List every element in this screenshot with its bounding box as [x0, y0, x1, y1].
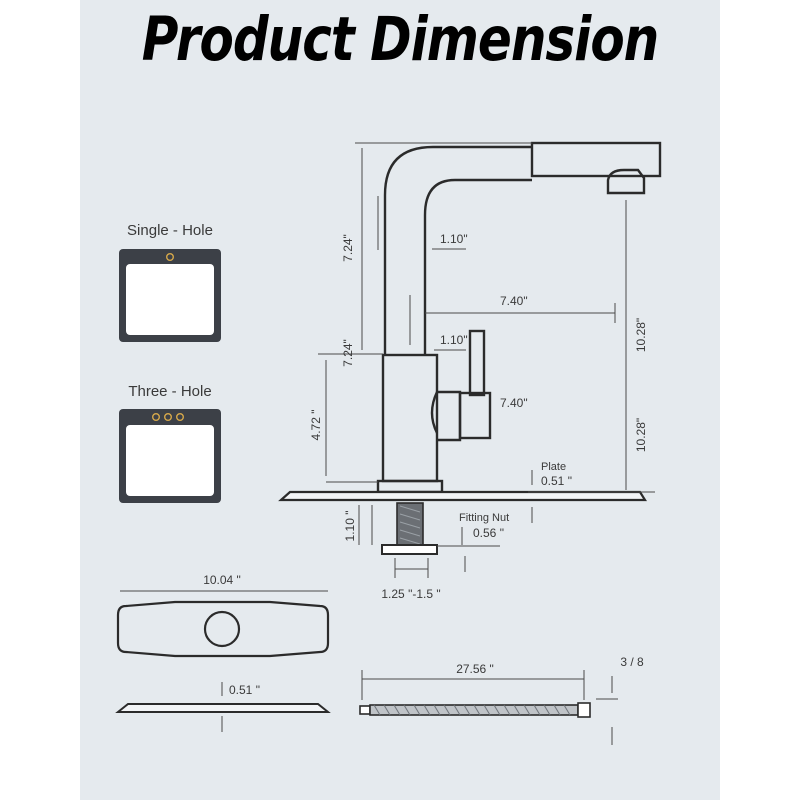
- faucet-body: [381, 353, 439, 483]
- three-hole-plate-opening: [126, 425, 214, 496]
- hose-left-fitting: [359, 705, 371, 715]
- faucet-outline: [278, 141, 662, 555]
- deck-plate-views: 10.04 " 0.51 ": [115, 573, 331, 732]
- plate-thickness-label: 0.51 ": [541, 474, 572, 488]
- spout-reach-label: 7.40": [500, 294, 528, 308]
- total-height-upper-label: 10.28": [634, 318, 648, 352]
- three-hole-label: Three - Hole: [128, 383, 211, 400]
- single-hole-dot: [165, 252, 174, 261]
- handle-knob: [458, 391, 492, 440]
- spray-head: [530, 141, 662, 178]
- spout-height-lower-label: 7.24": [341, 339, 355, 367]
- three-hole-group: Three - Hole: [119, 383, 221, 503]
- spout-tube-inner: [423, 178, 532, 355]
- handle-body: [437, 390, 462, 442]
- deck-range-label: 1.25 "-1.5 ": [381, 587, 440, 601]
- diagram-background: [80, 0, 720, 800]
- body-height-label: 4.72 ": [309, 410, 323, 441]
- hose-braid: [373, 704, 571, 716]
- total-height-lower-label: 10.28": [634, 418, 648, 452]
- hose-view: 27.56 " 3 / 8: [359, 655, 644, 745]
- plate-thickness-label: 0.51 ": [229, 683, 260, 697]
- three-hole-dot-right: [175, 413, 184, 422]
- plate-length-label: 10.04 ": [203, 573, 241, 587]
- deck-plate-side: [278, 490, 647, 502]
- faucet-dimension-labels: 7.24" 7.24" 1.10" 7.40" 1.10" 7.40" 10.2…: [309, 232, 648, 601]
- hose-right-fitting: [577, 702, 591, 718]
- hose-connector-label: 3 / 8: [620, 655, 644, 669]
- handle-hub: [430, 391, 439, 434]
- three-hole-dot-middle: [163, 413, 172, 422]
- single-hole-plate-opening: [126, 264, 214, 335]
- spray-nozzle: [606, 168, 646, 195]
- plate-label: Plate: [541, 461, 566, 473]
- spout-height-label: 7.24": [341, 234, 355, 262]
- faucet-dimension-lines: [318, 142, 655, 578]
- single-hole-group: Single - Hole: [119, 222, 221, 342]
- hose-length-label: 27.56 ": [456, 662, 494, 676]
- single-hole-label: Single - Hole: [127, 222, 213, 239]
- spout-tube-outer: [383, 145, 532, 355]
- fitting-nut-label: Fitting Nut: [459, 512, 509, 524]
- plate-top-view: [116, 600, 330, 658]
- spout-diameter-label: 1.10": [440, 232, 468, 246]
- shank-thread: [399, 505, 421, 545]
- plate-side-view: [115, 703, 331, 713]
- page-title: Product Dimension: [141, 4, 660, 75]
- fitting-nut-size-label: 0.56 ": [473, 526, 504, 540]
- plate-center-hole: [203, 610, 241, 648]
- shank-height-label: 1.10 ": [343, 511, 357, 542]
- handle-width-label: 1.10": [440, 333, 468, 347]
- handle-lever: [468, 329, 486, 397]
- handle-reach-label: 7.40": [500, 396, 528, 410]
- fitting-nut: [381, 544, 438, 555]
- faucet-base-ring: [376, 479, 444, 494]
- three-hole-dot-left: [151, 413, 160, 422]
